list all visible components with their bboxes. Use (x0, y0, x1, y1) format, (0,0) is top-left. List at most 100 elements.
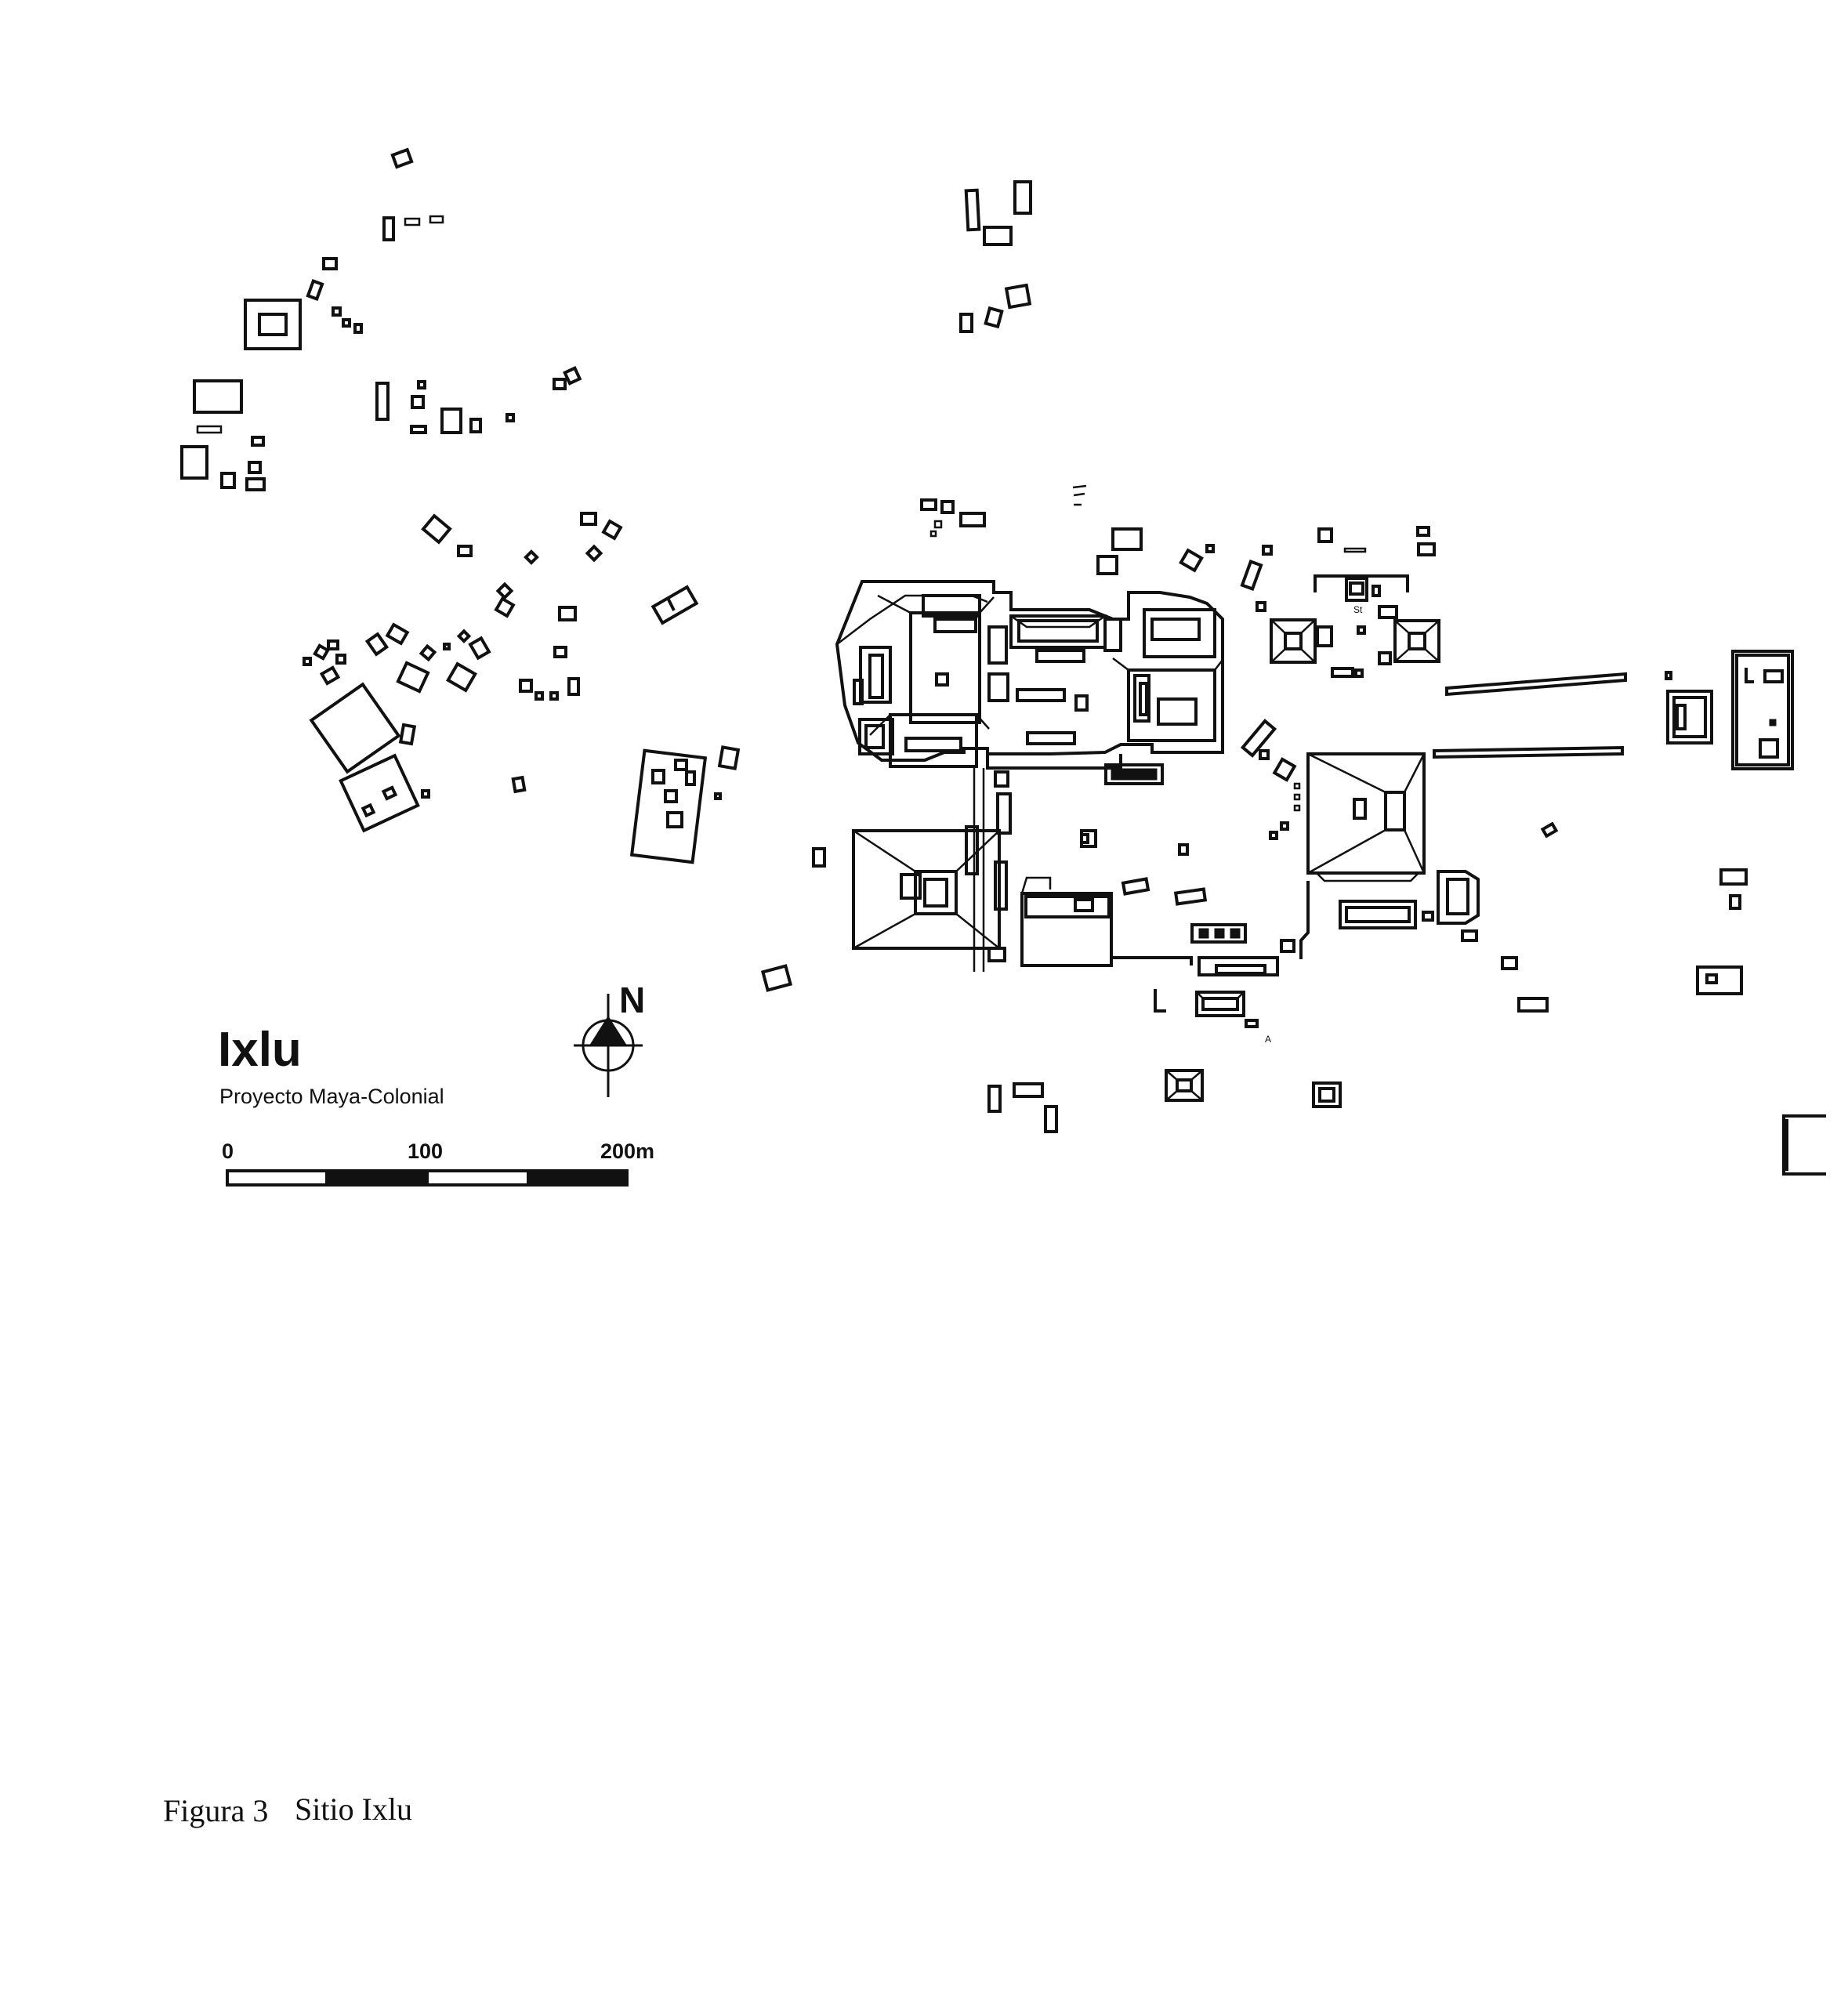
structure-inner (1672, 696, 1707, 738)
east-platform-inner (1735, 654, 1790, 766)
pyramid-top (914, 870, 958, 915)
structure (933, 520, 943, 529)
ridge (1237, 991, 1245, 999)
structure (251, 436, 265, 447)
structure (959, 512, 986, 527)
structure (1666, 690, 1713, 745)
structure (558, 606, 577, 621)
caption-text: Sitio Ixlu (295, 1792, 412, 1827)
structure-inner (1349, 581, 1364, 596)
plaza-edge (1299, 881, 1310, 959)
structure (404, 217, 421, 226)
structure (381, 785, 398, 801)
pyramid-edge (1316, 872, 1419, 882)
causeway-south (1433, 745, 1624, 759)
building-inner (904, 737, 962, 752)
pyramid-inner (923, 878, 948, 908)
south-group (760, 964, 1342, 1133)
platform (339, 753, 420, 833)
building (1020, 892, 1113, 967)
ridge (1214, 659, 1223, 671)
structure (410, 425, 427, 434)
pyramid-top (1176, 1078, 1193, 1092)
structure (1280, 939, 1295, 953)
structure (421, 789, 430, 799)
structure (983, 226, 1013, 246)
scale-segment-black (325, 1171, 429, 1185)
structure (567, 677, 580, 696)
plaza-edge (986, 754, 1122, 770)
structure (601, 519, 623, 541)
ridge (955, 913, 1000, 949)
pyramid-top (1408, 632, 1426, 650)
platform (193, 379, 243, 414)
structure (1378, 605, 1398, 619)
ridge (1394, 620, 1410, 634)
scale-label-100: 100 (408, 1139, 443, 1163)
building (1190, 923, 1247, 944)
structure (964, 188, 981, 232)
structure (674, 759, 688, 771)
structure (585, 544, 603, 563)
ridge (1394, 648, 1410, 662)
structure (1240, 719, 1277, 758)
structure (664, 789, 678, 803)
ridge (1403, 829, 1426, 874)
structure (534, 691, 544, 701)
building (1103, 618, 1122, 652)
structure (1665, 671, 1672, 680)
building-inner (1345, 906, 1411, 923)
structure (1178, 843, 1189, 856)
structure (1293, 782, 1301, 790)
structure (1331, 667, 1354, 678)
structure (1769, 719, 1777, 726)
scale-segment-black (527, 1171, 627, 1185)
structure (382, 216, 395, 241)
structure (549, 691, 559, 701)
structure (456, 629, 472, 643)
structure (1121, 877, 1150, 896)
scale-bar (226, 1169, 629, 1187)
ridge (1112, 658, 1129, 671)
structure (996, 792, 1012, 835)
east-small-pyramid (1393, 619, 1440, 663)
structure (1354, 668, 1364, 678)
structure (984, 306, 1004, 329)
building-fill (1230, 928, 1241, 939)
structure (563, 366, 582, 386)
structure (511, 775, 527, 794)
causeway-west (973, 768, 985, 972)
label-st: St (1353, 604, 1363, 615)
feature-lines (1072, 484, 1087, 506)
structure (651, 769, 665, 784)
ridge (1424, 620, 1440, 634)
structure (1272, 757, 1297, 782)
structure (417, 380, 426, 389)
ridge (1165, 1090, 1178, 1101)
building (987, 672, 1009, 702)
structure (306, 278, 324, 302)
structure (965, 825, 979, 875)
scale-label-0: 0 (222, 1139, 234, 1163)
palace-fill (1111, 768, 1158, 781)
structure (390, 147, 414, 169)
structure (1696, 966, 1743, 995)
structure (1205, 544, 1215, 553)
structure (524, 549, 539, 565)
north-label: N (619, 980, 645, 1020)
structure (1096, 555, 1118, 575)
structure (245, 477, 266, 491)
pyramid-inner (1157, 697, 1198, 726)
structure (1013, 180, 1032, 215)
structure (666, 811, 683, 828)
structure (994, 770, 1009, 788)
building (1133, 674, 1150, 723)
structure (398, 723, 417, 746)
structure (495, 581, 514, 600)
structure (505, 413, 515, 422)
structure-partial (1782, 1114, 1826, 1176)
altar (935, 672, 949, 687)
ridge (1270, 619, 1286, 634)
building-inner (1017, 619, 1099, 643)
